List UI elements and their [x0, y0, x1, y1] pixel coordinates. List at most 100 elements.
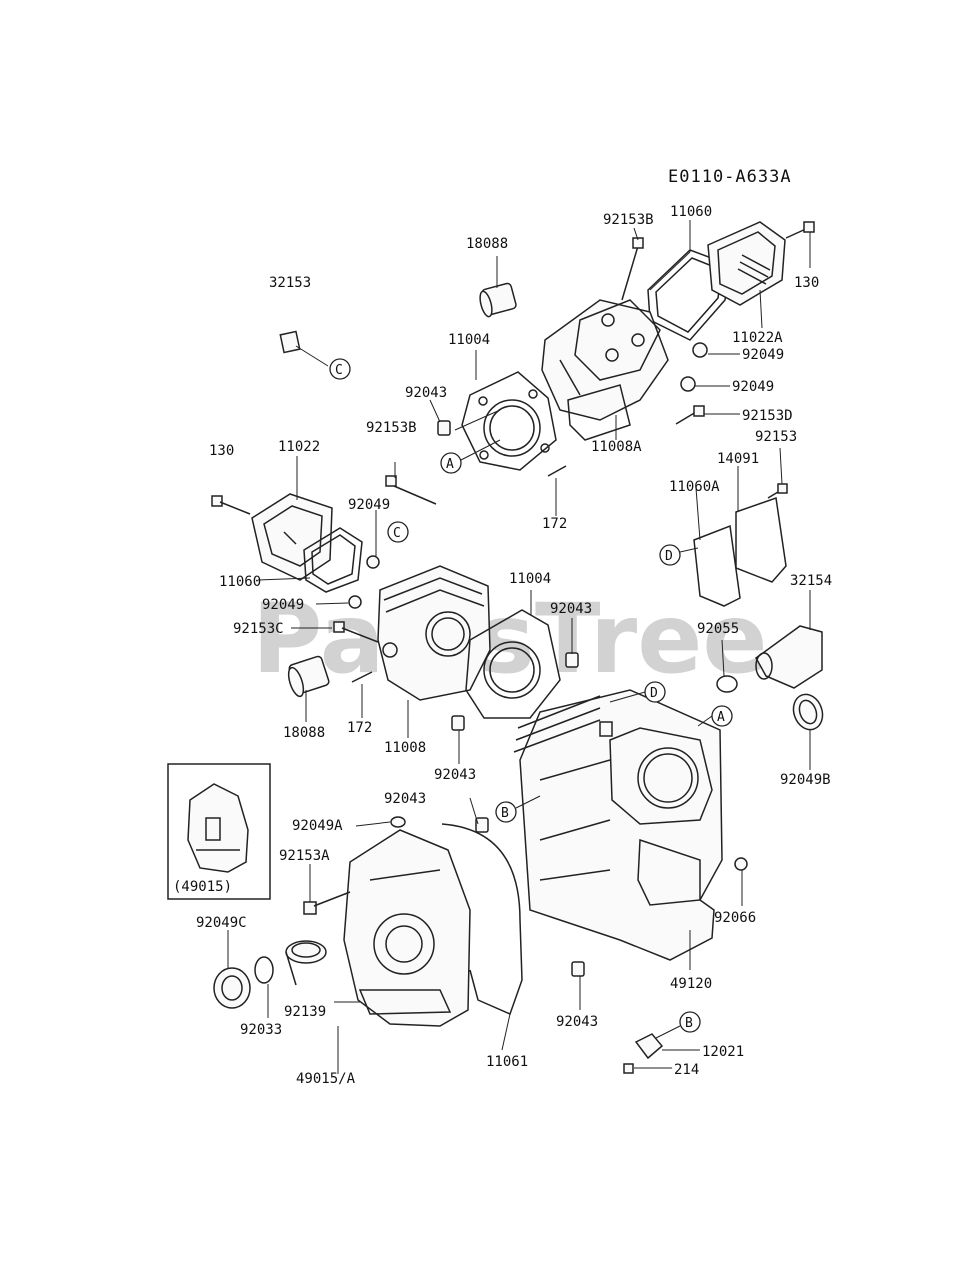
label-32154: 32154: [790, 573, 832, 589]
gasket-11061: [441, 823, 523, 1016]
svg-text:C: C: [393, 526, 401, 541]
label-130-left: 130: [209, 443, 234, 459]
label-214: 214: [674, 1062, 699, 1078]
dowel-92043-top: [437, 420, 451, 436]
label-92066: 92066: [714, 910, 756, 926]
bolt-92153d: [675, 405, 705, 425]
label-92049b: 92049B: [780, 772, 831, 788]
screw-130-right: [785, 221, 815, 239]
label-92139: 92139: [284, 1004, 326, 1020]
callout-b-bottom: B: [655, 1011, 701, 1039]
nut-92049-right-2: [680, 376, 696, 392]
label-92153d: 92153D: [742, 408, 793, 424]
dowel-92043-bottom: [571, 961, 585, 977]
sleeve-18088-bottom: [287, 655, 330, 698]
dowel-92043-mid: [565, 652, 579, 668]
svg-text:B: B: [685, 1016, 693, 1031]
label-172-bottom: 172: [347, 720, 372, 736]
callout-a-top: A: [440, 439, 501, 474]
clip-32153: [279, 330, 329, 367]
oring-92055: [716, 675, 738, 693]
label-11004-mid: 11004: [509, 571, 551, 587]
label-172-top: 172: [542, 516, 567, 532]
label-11004-top: 11004: [448, 332, 490, 348]
callout-d-mid: D: [609, 681, 666, 703]
nut-92049-mid: [366, 555, 380, 569]
leader-lines: [227, 220, 811, 1074]
label-11060-left: 11060: [219, 574, 261, 590]
label-92043-top: 92043: [405, 385, 447, 401]
ring-92033: [254, 956, 274, 984]
crankcase-49120: [513, 689, 723, 961]
svg-text:D: D: [650, 686, 658, 701]
callout-d-right: D: [659, 544, 699, 566]
dowel-92043-left: [475, 817, 489, 833]
label-92049-left: 92049: [262, 597, 304, 613]
callout-b-mid: B: [495, 795, 541, 823]
screw-130-left: [211, 495, 251, 515]
crankcase-cover-49015a: [343, 829, 471, 1027]
stud-172-top: [547, 465, 567, 477]
label-49015a: 49015/A: [296, 1071, 356, 1087]
label-11022: 11022: [278, 439, 320, 455]
label-92153-right: 92153: [755, 429, 797, 445]
head-gasket-11004-top: [461, 371, 557, 471]
gasket-11060a: [693, 524, 741, 607]
part-labels: 32153 18088 92153B 11060 130 11022A 9204…: [173, 204, 832, 1087]
watermark: PartsTree: [252, 583, 767, 695]
cylinder-head-11008: [377, 565, 491, 701]
cover-11022: [251, 493, 333, 581]
nut-92049-right-1: [692, 342, 708, 358]
dowel-92043-low: [451, 715, 465, 731]
label-18088-bottom: 18088: [283, 725, 325, 741]
bushing-92139: [285, 940, 327, 986]
screw-214: [623, 1063, 634, 1074]
label-11060-top: 11060: [670, 204, 712, 220]
gasket-11060-left: [303, 527, 363, 593]
label-92043-mid: 92043: [550, 601, 592, 617]
label-92043-bottom: 92043: [556, 1014, 598, 1030]
bolt-92153-right: [767, 483, 788, 499]
label-92043-left: 92043: [384, 791, 426, 807]
bracket-12021: [634, 1033, 664, 1060]
bolt-92153a: [303, 891, 351, 915]
plate-14091: [735, 496, 787, 583]
svg-text:B: B: [501, 806, 509, 821]
label-92153c: 92153C: [233, 621, 284, 637]
label-92153b-left: 92153B: [366, 420, 417, 436]
label-92153b-top: 92153B: [603, 212, 654, 228]
label-11008a: 11008A: [591, 439, 642, 455]
label-14091: 14091: [717, 451, 759, 467]
label-49120: 49120: [670, 976, 712, 992]
label-92055: 92055: [697, 621, 739, 637]
label-92043-low: 92043: [434, 767, 476, 783]
seal-92049b: [792, 693, 824, 731]
svg-text:A: A: [717, 710, 725, 725]
callout-c-mid: C: [387, 521, 409, 543]
label-92049-r2: 92049: [732, 379, 774, 395]
seal-92049c: [213, 967, 251, 1009]
label-92153a: 92153A: [279, 848, 330, 864]
nut-92049-left: [348, 595, 362, 609]
label-130-right: 130: [794, 275, 819, 291]
label-11061: 11061: [486, 1054, 528, 1070]
label-32153: 32153: [269, 275, 311, 291]
label-11022a: 11022A: [732, 330, 783, 346]
bolt-92153b-left: [385, 475, 437, 505]
cover-11022a: [707, 221, 786, 306]
label-12021: 12021: [702, 1044, 744, 1060]
reference-code: E0110-A633A: [668, 167, 792, 187]
housing-32154: [755, 625, 823, 689]
inset-49015: [167, 763, 271, 900]
label-92049-mid: 92049: [348, 497, 390, 513]
label-92049c: 92049C: [196, 915, 247, 931]
svg-text:A: A: [446, 457, 454, 472]
label-11008: 11008: [384, 740, 426, 756]
label-92049a: 92049A: [292, 818, 343, 834]
label-92049-r1: 92049: [742, 347, 784, 363]
svg-text:C: C: [335, 363, 343, 378]
head-gasket-11004-mid: [465, 609, 561, 719]
bolt-92153b-top: [621, 237, 644, 301]
callout-c-top: C: [329, 358, 351, 380]
